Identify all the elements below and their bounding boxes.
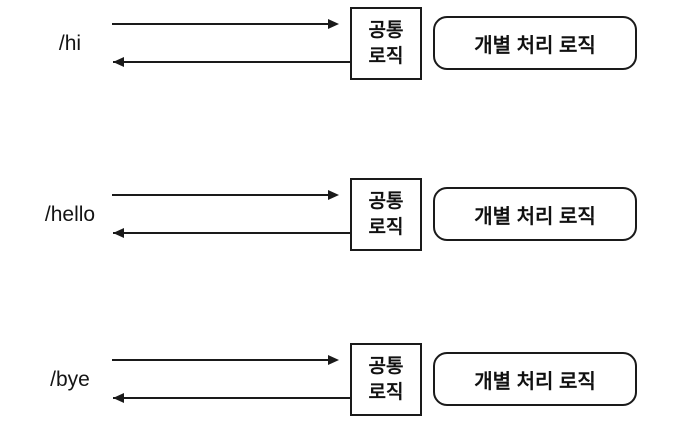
endpoint-label: /bye <box>50 367 90 391</box>
response-arrow-icon <box>113 393 350 403</box>
handler-logic-label: 개별 처리 로직 <box>474 370 596 393</box>
response-arrow-icon <box>113 228 350 238</box>
request-arrow-icon <box>112 19 339 29</box>
common-logic-box: 공통 로직 <box>350 7 422 80</box>
common-logic-label-line2: 로직 <box>368 45 404 67</box>
request-flow-row-hello: /hello 공통 로직 개별 처리 로직 <box>0 178 676 251</box>
endpoint-label: /hi <box>58 31 82 55</box>
request-flow-row-hi: /hi 공통 로직 개별 처리 로직 <box>0 7 676 80</box>
response-arrow-icon <box>113 57 350 67</box>
request-arrow-icon <box>112 355 339 365</box>
common-logic-box: 공통 로직 <box>350 178 422 251</box>
common-logic-label-line1: 공통 <box>368 19 404 41</box>
request-flow-row-bye: /bye 공통 로직 개별 처리 로직 <box>0 343 676 416</box>
common-logic-label-line1: 공통 <box>368 355 404 377</box>
common-logic-box: 공통 로직 <box>350 343 422 416</box>
handler-logic-label: 개별 처리 로직 <box>474 34 596 57</box>
request-arrow-icon <box>112 190 339 200</box>
endpoint-label: /hello <box>44 202 96 226</box>
common-logic-label-line1: 공통 <box>368 190 404 212</box>
handler-logic-box: 개별 처리 로직 <box>433 187 637 241</box>
handler-logic-label: 개별 처리 로직 <box>474 205 596 228</box>
common-logic-label-line2: 로직 <box>368 381 404 403</box>
common-logic-label-line2: 로직 <box>368 216 404 238</box>
handler-logic-box: 개별 처리 로직 <box>433 352 637 406</box>
handler-logic-box: 개별 처리 로직 <box>433 16 637 70</box>
